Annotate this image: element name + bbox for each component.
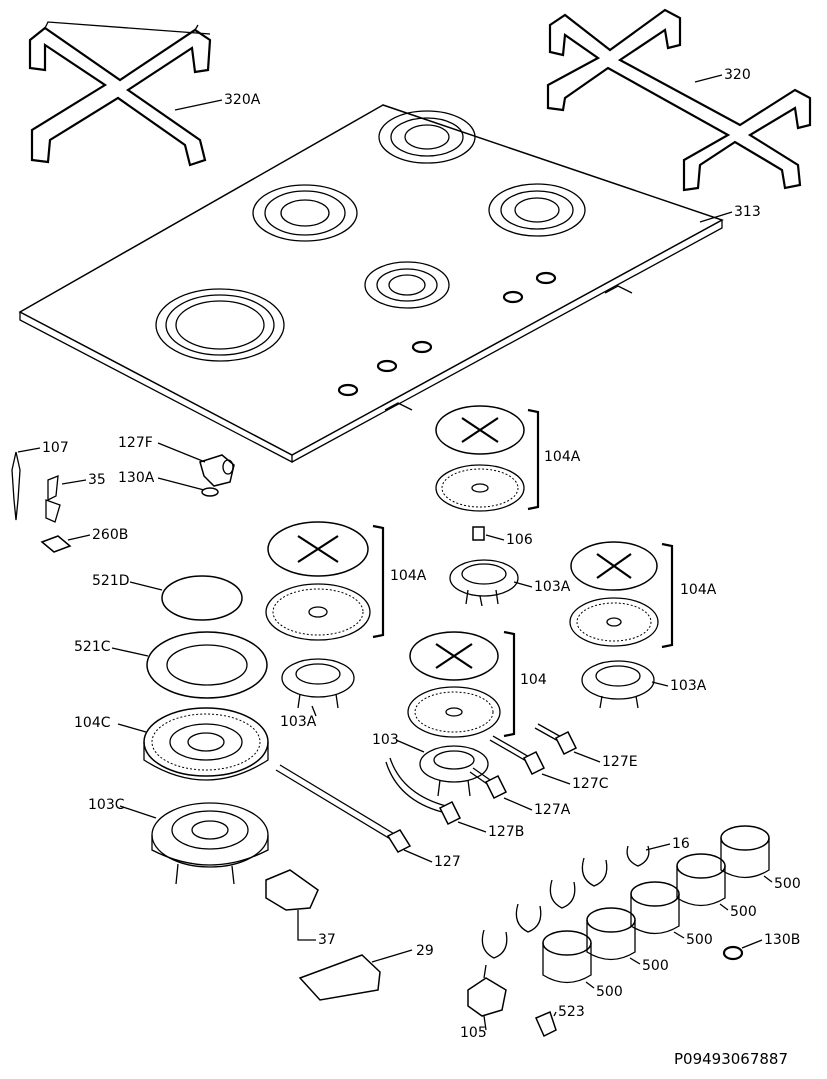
label-500-e: 500 <box>596 984 623 1000</box>
label-127B: 127B <box>488 824 524 840</box>
label-104: 104 <box>520 672 547 688</box>
label-29: 29 <box>416 943 434 959</box>
burner-assembly-104A-right <box>569 541 674 649</box>
control-knob-500-a <box>720 825 770 879</box>
label-35: 35 <box>88 472 106 488</box>
gas-pipe-127E <box>534 723 578 756</box>
knob-clips-16 <box>481 845 650 959</box>
label-127E: 127E <box>602 754 638 770</box>
label-130B: 130B <box>764 932 800 948</box>
label-521C: 521C <box>74 639 111 655</box>
gas-valve-105 <box>467 964 507 1031</box>
ignition-electrode-35 <box>45 474 61 523</box>
document-code: P09493067887 <box>674 1050 788 1068</box>
label-500-a: 500 <box>774 876 801 892</box>
burner-base-103C <box>151 802 269 885</box>
gas-pipe-127A <box>469 767 508 800</box>
crown-104C <box>143 707 269 781</box>
part-29 <box>298 949 413 1001</box>
label-37: 37 <box>318 932 336 948</box>
label-107: 107 <box>42 440 69 456</box>
label-104A-top: 104A <box>544 449 581 465</box>
hob-top-plate <box>18 104 724 464</box>
label-500-d: 500 <box>642 958 669 974</box>
label-106: 106 <box>506 532 533 548</box>
label-104A-right: 104A <box>680 582 717 598</box>
thermocouple-107 <box>11 451 21 521</box>
label-103: 103 <box>372 732 399 748</box>
control-knob-500-d <box>586 907 636 961</box>
label-260B: 260B <box>92 527 128 543</box>
label-103A-right: 103A <box>670 678 707 694</box>
burner-assembly-104A-left <box>265 521 385 641</box>
washer-130B <box>722 945 744 961</box>
burner-assembly-104 <box>407 630 516 738</box>
burner-assembly-104A-top <box>435 405 540 512</box>
label-103A-left: 103A <box>280 714 317 730</box>
clip-260B <box>40 535 72 553</box>
cap-521D <box>161 575 243 621</box>
part-523 <box>535 1010 557 1038</box>
label-127C: 127C <box>572 776 609 792</box>
gas-pipe-127 <box>275 764 412 853</box>
gas-pipe-127C <box>489 735 546 776</box>
label-105: 105 <box>460 1025 487 1041</box>
ring-521C <box>146 631 268 699</box>
label-500-b: 500 <box>730 904 757 920</box>
part-37 <box>265 869 319 941</box>
elbow-127F <box>199 454 235 497</box>
label-521D: 521D <box>92 573 130 589</box>
burner-base-103A-right <box>581 660 655 709</box>
label-320A: 320A <box>224 92 261 108</box>
label-523: 523 <box>558 1004 585 1020</box>
label-103C: 103C <box>88 797 125 813</box>
label-16: 16 <box>672 836 690 852</box>
control-knob-500-c <box>630 881 680 935</box>
label-320: 320 <box>724 67 751 83</box>
pan-support-320A <box>28 21 212 167</box>
label-127: 127 <box>434 854 461 870</box>
burner-base-103 <box>419 745 489 797</box>
injector-106 <box>472 526 485 541</box>
label-500-c: 500 <box>686 932 713 948</box>
label-104C: 104C <box>74 715 111 731</box>
label-104A-left: 104A <box>390 568 427 584</box>
control-knob-500-b <box>676 853 726 907</box>
gas-pipe-127B <box>385 757 462 826</box>
label-313: 313 <box>734 204 761 220</box>
burner-base-103A-mid <box>449 559 519 607</box>
label-127A: 127A <box>534 802 571 818</box>
burner-base-103A-left <box>281 658 355 709</box>
label-127F: 127F <box>118 435 153 451</box>
pan-support-320 <box>546 8 812 192</box>
control-knob-500-e <box>542 930 592 984</box>
label-103A-mid: 103A <box>534 579 571 595</box>
label-130A: 130A <box>118 470 155 486</box>
